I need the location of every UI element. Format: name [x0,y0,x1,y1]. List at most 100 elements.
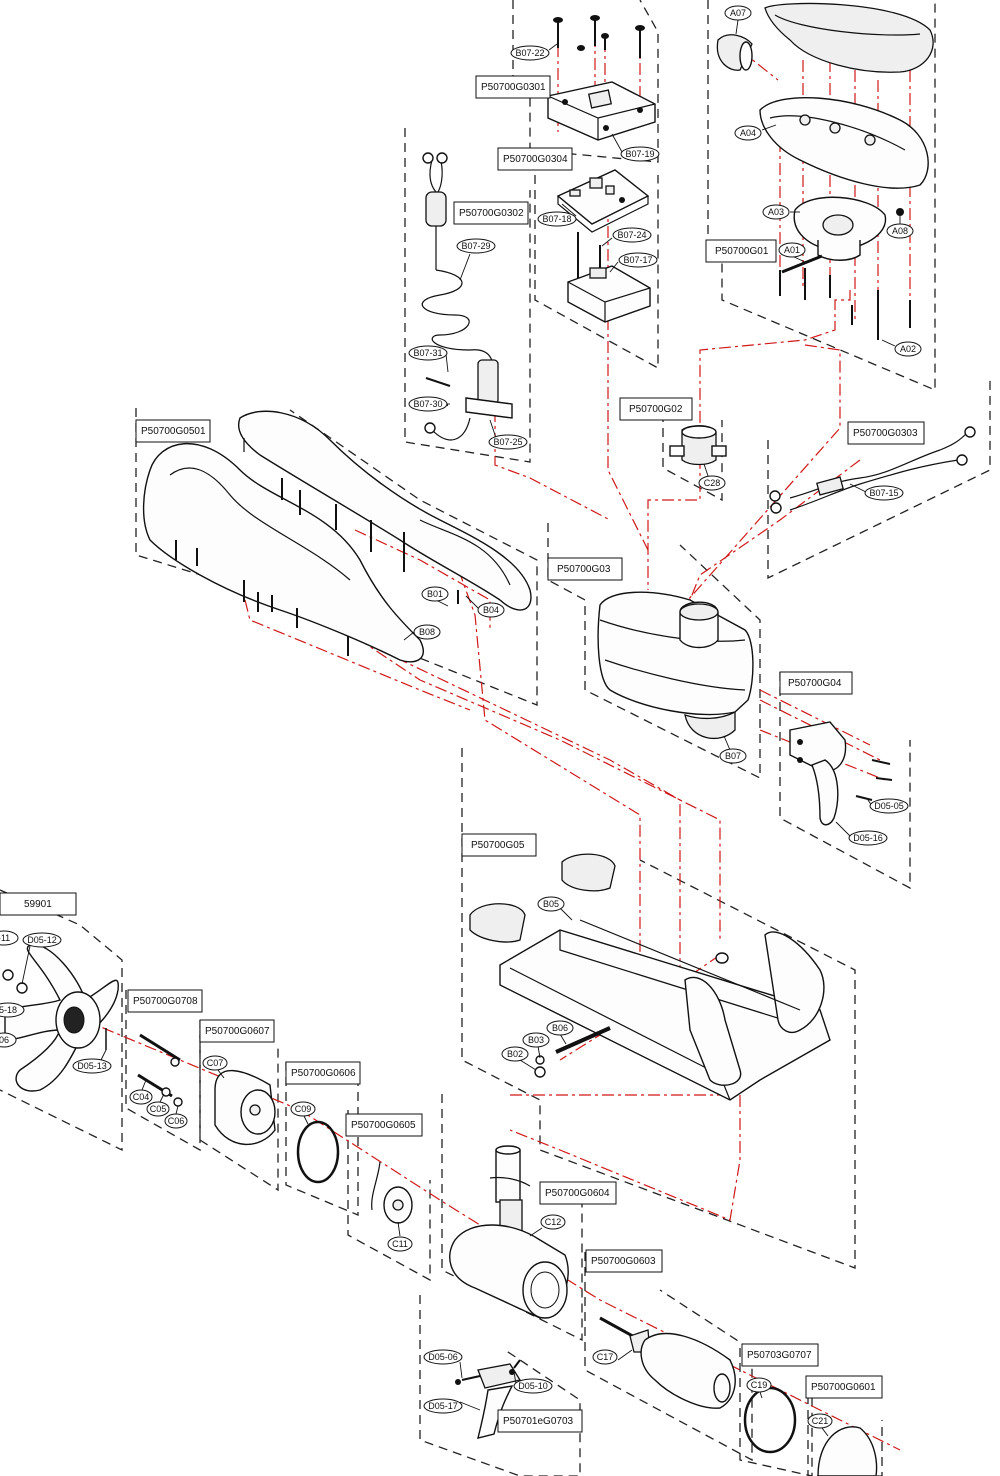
group-label-g0708: P50700G0708 [127,989,203,1013]
group-label-g0303: P50700G0303 [847,421,925,445]
callout-b07-22: B07-22 [510,43,558,61]
callout-b07-15: B07-15 [849,483,904,501]
callout-text: B07-30 [413,399,442,409]
callout-b07-19: B07-19 [611,133,660,162]
callout-c21: C21 [807,1413,833,1437]
callout-b08: B08 [403,624,441,641]
group-label-text: P50700G0604 [545,1188,610,1199]
callout-c28: C28 [698,463,726,491]
group-label-g0304: P50700G0304 [497,147,573,171]
group-label-59901: 59901 [0,892,77,916]
callout-d05-10: D05-10 [513,1371,553,1394]
callout-d05-17: D05-17 [423,1398,481,1414]
armature-c17 [599,1316,736,1409]
bracket-g04 [789,721,893,826]
callout-text: C09 [295,1104,312,1114]
pin-b06 [534,1026,611,1078]
group-outline-g05 [461,748,856,1269]
head-cover-g01 [764,2,934,73]
group-label-text: P50700G04 [788,678,842,689]
callout-b07-30: B07-30 [408,396,450,412]
group-label-text: P50700G0304 [503,154,568,165]
group-label-text: P50700G0301 [481,82,546,93]
callout-text: A08 [892,226,908,236]
callout-b07-31: B07-31 [408,345,449,373]
group-label-text: P50700G0607 [205,1026,270,1037]
clamp-g02 [669,425,727,466]
group-label-g01: P50700G01 [705,239,777,263]
group-outline-g0601 [807,1380,883,1476]
coil-cable-g0302 [421,152,513,441]
group-outline-g03 [547,523,761,780]
callout-d05-05: D05-05 [867,798,909,814]
motor-housing-g03 [597,591,754,739]
group-label-text: P50700G02 [629,404,683,415]
callout-b02: B02 [501,1046,537,1071]
callout-text: C04 [133,1092,150,1102]
group-label-boxes: P50700G0301 P50700G0304 P50700G0302 P507… [0,75,925,1433]
callout-text: A04 [740,128,756,138]
propeller-59901 [2,944,119,1092]
callout-d05-11: -11 [0,930,19,946]
group-label-text: 59901 [24,899,52,910]
motor-tube-c12 [449,1145,569,1319]
group-label-text: P50700G03 [557,564,611,575]
callout-text: C07 [207,1058,224,1068]
callout-text: B08 [419,627,435,637]
callout-text: B03 [528,1035,544,1045]
callout-text: C19 [751,1380,768,1390]
group-outline-59901 [0,889,123,1152]
callout-c07: C07 [202,1055,228,1079]
callout-text: B06 [552,1023,568,1033]
callout-text: A01 [784,245,800,255]
callout-b07-18: B07-18 [537,203,577,227]
base-plate-a03 [781,196,887,274]
callout-text: D05-16 [853,833,883,843]
group-label-text: P50701eG0703 [503,1416,574,1427]
callout-b03: B03 [522,1032,550,1059]
group-label-g0603: P50700G0603 [585,1249,663,1273]
group-label-g0606: P50700G0606 [285,1061,361,1085]
callout-d05-12: D05-12 [21,932,62,985]
callout-a02: A02 [881,339,922,357]
circuit-board-g0304 [556,169,650,233]
group-label-g0302: P50700G0302 [453,201,529,225]
callout-d05-06-left: 06 [0,1032,17,1048]
group-label-g03: P50700G03 [547,557,623,581]
group-outline-g0606 [285,1062,359,1216]
callout-text: B07-18 [542,214,571,224]
callout-text: B07-29 [461,241,490,251]
group-outline-g04 [779,672,911,890]
o-ring-c09 [296,1120,340,1184]
callout-text: D05-05 [874,801,904,811]
callout-b07: B07 [719,735,747,764]
group-outline-g0304 [534,160,659,370]
controller-box-g0304 [567,232,651,323]
group-outline-g0605 [347,1110,431,1282]
skeg-g0703 [455,1359,522,1439]
callout-a04: A04 [734,124,777,141]
base-mount-g05 [469,853,831,1101]
callout-text: B04 [483,605,499,615]
callout-b05: B05 [537,896,573,921]
callout-a03: A03 [762,204,800,220]
group-label-g0703: P50701eG0703 [497,1409,583,1433]
callout-text: A02 [900,344,916,354]
screw-set-top [553,15,645,58]
group-outline-g02 [662,398,723,502]
callout-text: D05-12 [27,935,57,945]
callout-text: B07-17 [623,255,652,265]
callout-c04: C04 [129,1079,153,1105]
callout-text: B02 [507,1049,523,1059]
group-label-text: P50700G05 [471,840,525,851]
group-label-text: P50700G0605 [351,1120,416,1131]
group-outline-g0703 [419,1295,581,1476]
part-callouts: B07-22 B07-19 A07 A04 A03 A01 A08 A02 B0… [0,5,922,1437]
knob-a07 [716,34,753,71]
callout-text: B07-22 [515,48,544,58]
callout-text: B01 [427,589,443,599]
callout-text: D05-17 [428,1401,458,1411]
group-label-text: P50700G0603 [591,1256,656,1267]
callout-a01: A01 [778,242,806,263]
